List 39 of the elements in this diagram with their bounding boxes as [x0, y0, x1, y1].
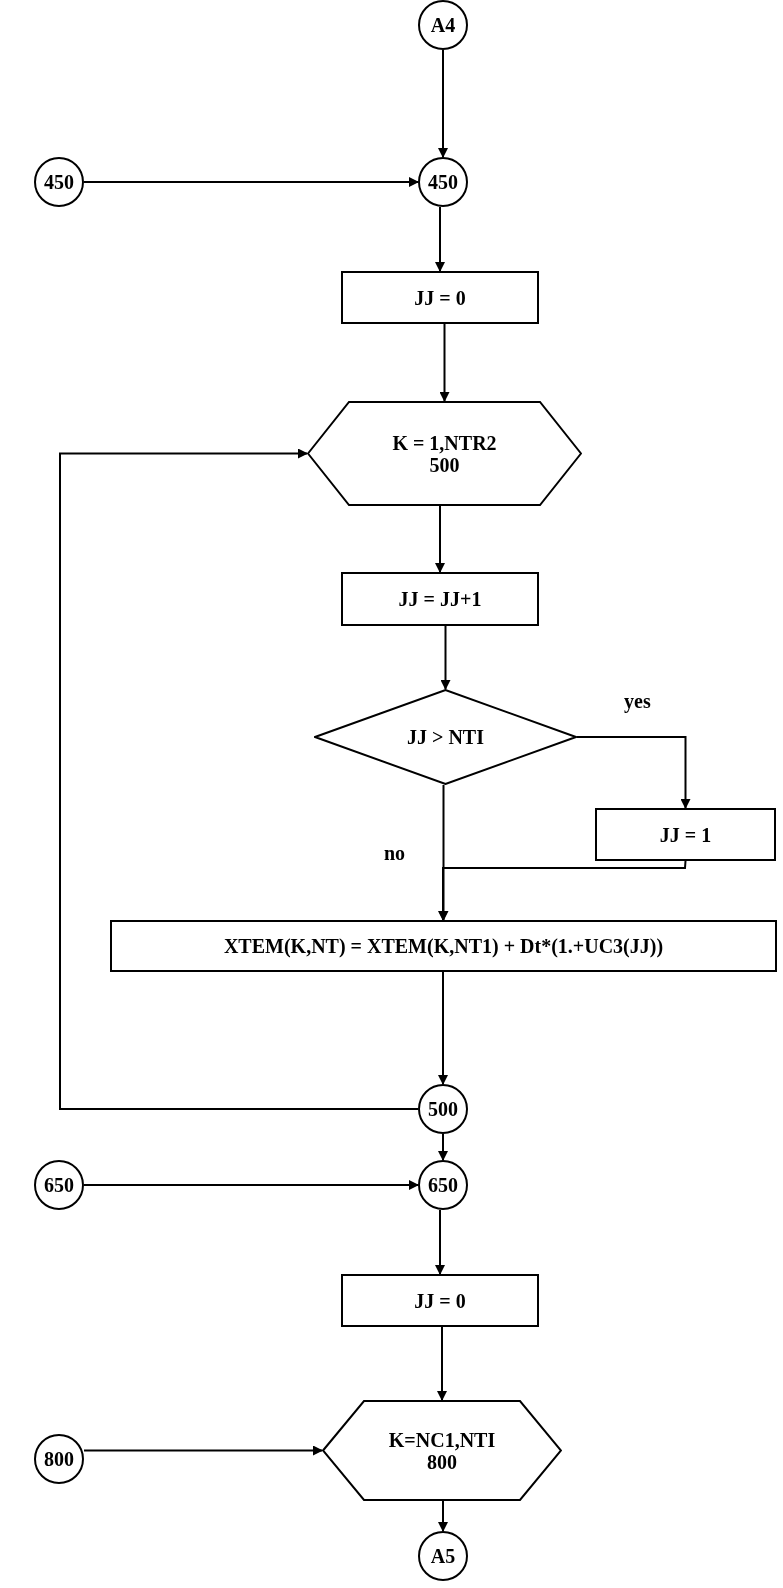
node-text: JJ = JJ+1 [398, 588, 482, 610]
node-text: 650 [428, 1174, 458, 1196]
arrow [439, 323, 450, 402]
node-text: A4 [430, 14, 456, 36]
node-text: K=NC1,NTI [388, 1428, 496, 1451]
arrow [440, 625, 451, 690]
arrow [438, 971, 448, 1085]
node-text: 500 [429, 453, 460, 476]
node-text: 650 [44, 1174, 74, 1196]
arrow [59, 448, 419, 1110]
arrow [438, 49, 448, 158]
node-text: 450 [44, 171, 74, 193]
node-text: JJ = 1 [659, 823, 712, 846]
arrow [576, 736, 691, 809]
arrow [438, 1133, 448, 1161]
node-text: 800 [427, 1450, 457, 1473]
process-box [595, 808, 776, 861]
arrow [83, 177, 419, 187]
arrow [83, 1180, 419, 1190]
arrow [438, 860, 687, 921]
node-text: JJ = 0 [414, 1289, 466, 1312]
node-text: K = 1,NTR2 [392, 431, 497, 454]
arrow [435, 206, 445, 272]
node-text: A5 [430, 1545, 456, 1567]
arrow [435, 505, 445, 573]
arrow [438, 1500, 448, 1532]
process-box [110, 920, 777, 972]
node-text: 450 [428, 171, 458, 193]
node-text: JJ = 0 [414, 286, 466, 309]
node-text: 500 [428, 1098, 458, 1120]
node-text: 800 [44, 1448, 74, 1470]
arrow [435, 1209, 445, 1275]
process-box [341, 572, 539, 626]
arrow [437, 1326, 447, 1401]
arrow [83, 1445, 323, 1456]
node-text: XTEM(K,NT) = XTEM(K,NT1) + Dt*(1.+UC3(JJ)) [223, 935, 664, 957]
process-box [341, 271, 539, 324]
process-box [341, 1274, 539, 1327]
node-text: JJ > NTI [407, 726, 484, 748]
